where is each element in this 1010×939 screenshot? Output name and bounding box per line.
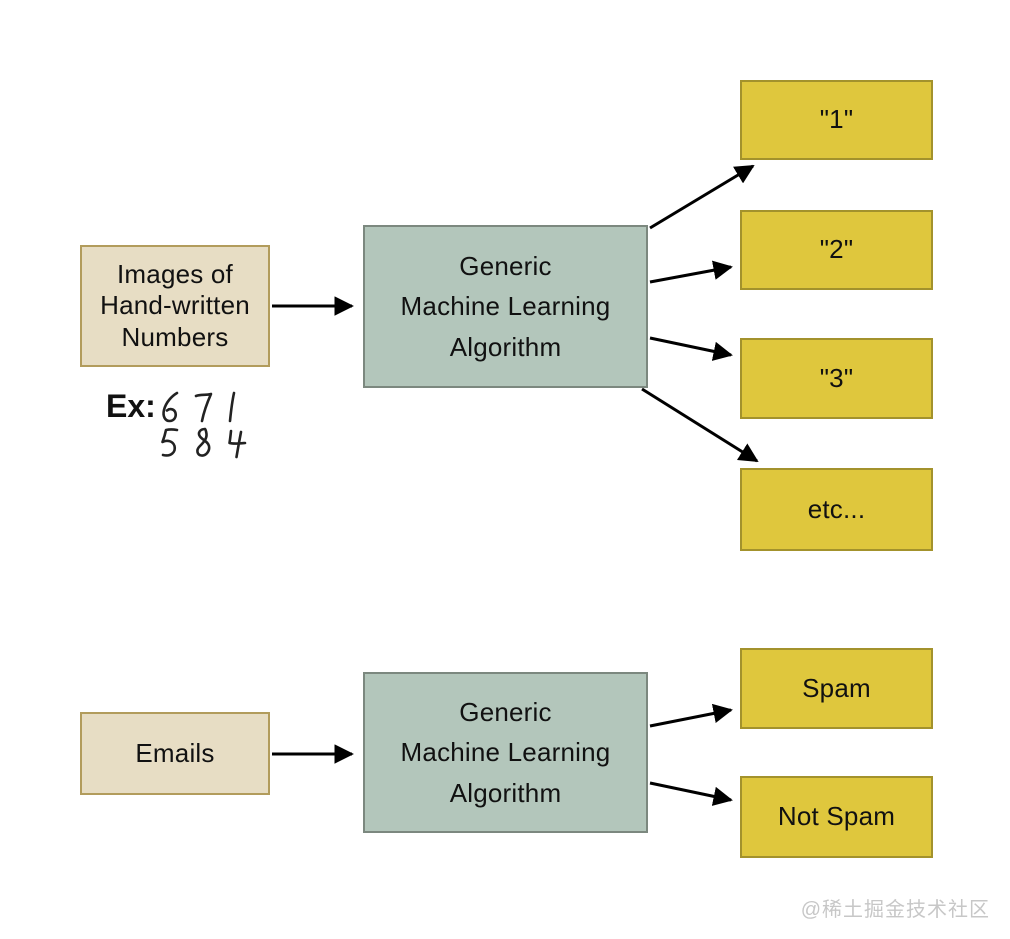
- algorithm-box-top-label: Generic Machine Learning Algorithm: [400, 251, 611, 362]
- handwritten-digit-5: [161, 428, 179, 457]
- output-box-spam: Spam: [740, 648, 933, 729]
- arrow-algo1-to-out3: [649, 336, 733, 361]
- example-label: Ex:: [106, 388, 156, 424]
- algorithm-box-bottom: Generic Machine Learning Algorithm: [363, 672, 648, 833]
- handwritten-digit-6: [162, 391, 179, 423]
- output-box-digit-2-label: "2": [819, 234, 854, 265]
- handwritten-digit-1: [228, 391, 236, 423]
- input-box-emails-label: Emails: [135, 737, 215, 768]
- input-box-emails: Emails: [80, 712, 270, 795]
- input-box-handwritten-numbers: Images of Hand-written Numbers: [80, 245, 270, 367]
- arrow-algo1-to-out1: [649, 164, 755, 230]
- output-box-not-spam-label: Not Spam: [777, 801, 896, 832]
- arrow-algo2-to-spam: [649, 703, 733, 728]
- output-box-etc: etc...: [740, 468, 933, 551]
- output-box-digit-3: "3": [740, 338, 933, 419]
- watermark-text: @稀土掘金技术社区: [800, 899, 990, 921]
- input-box-handwritten-numbers-label: Images of Hand-written Numbers: [100, 259, 250, 352]
- handwritten-digit-7: [194, 392, 213, 423]
- output-box-digit-2: "2": [740, 210, 933, 290]
- output-box-digit-1-label: "1": [819, 104, 854, 135]
- output-box-digit-3-label: "3": [819, 362, 854, 393]
- output-box-not-spam: Not Spam: [740, 776, 933, 858]
- algorithm-box-bottom-label: Generic Machine Learning Algorithm: [400, 697, 611, 808]
- algorithm-box-top: Generic Machine Learning Algorithm: [363, 225, 648, 388]
- arrow-algo1-to-out2: [649, 260, 733, 284]
- output-box-etc-label: etc...: [807, 493, 866, 524]
- output-box-spam-label: Spam: [802, 672, 871, 703]
- output-box-digit-1: "1": [740, 80, 933, 160]
- handwritten-digits-example: [161, 391, 247, 459]
- handwritten-digit-4: [228, 429, 247, 459]
- handwritten-digit-8: [196, 427, 211, 457]
- arrow-algo2-to-not-spam: [649, 781, 733, 806]
